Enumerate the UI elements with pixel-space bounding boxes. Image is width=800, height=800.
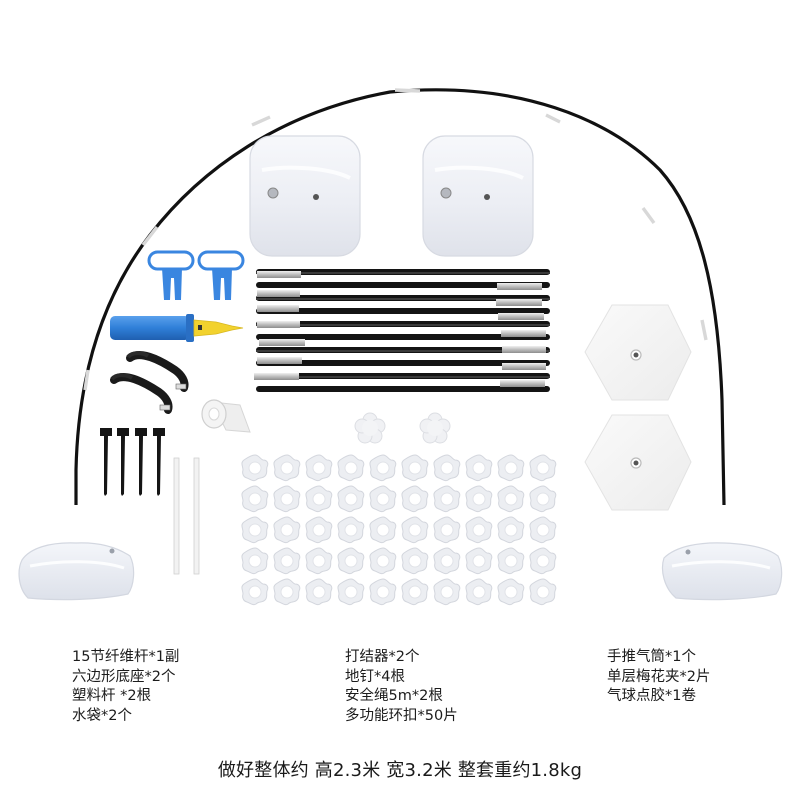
spec-item: 六边形底座*2个 [72,668,176,685]
flower-clip-icon [354,412,451,444]
spec-list-left: 15节纤维杆*1副 六边形底座*2个 塑料杆 *2根 水袋*2个 [72,648,179,726]
rope-icon [126,351,189,392]
spec-item: 多功能环扣*50片 [345,707,458,724]
pole-bundle-icon [254,269,550,392]
tie-tool-icon [197,250,245,300]
tape-roll-icon [201,399,251,433]
arch-pole-icon [74,88,726,540]
spec-item: 地钉*4根 [345,668,405,685]
water-bag-icon [249,135,361,257]
spec-item: 打结器*2个 [345,649,420,665]
stake-icon [100,428,165,496]
water-bag-icon [18,542,135,601]
dimensions-summary: 做好整体约 高2.3米 宽3.2米 整套重约1.8kg [217,760,583,781]
hex-base-icon [584,304,692,401]
rope-icon [110,373,173,414]
ring-buckle-icon [241,454,557,606]
rod-icon [173,457,200,575]
water-bag-icon [661,542,783,601]
spec-item: 水袋*2个 [72,707,132,724]
spec-item: 单层梅花夹*2片 [607,668,711,685]
spec-item: 安全绳5m*2根 [345,688,443,704]
spec-item: 手推气筒*1个 [607,649,696,665]
tie-tool-icon [147,250,195,300]
spec-list-right: 手推气筒*1个 单层梅花夹*2片 气球点胶*1卷 [607,648,710,707]
water-bag-icon [422,135,534,257]
spec-item: 气球点胶*1卷 [607,688,696,704]
spec-item: 15节纤维杆*1副 [72,649,180,665]
pump-icon [110,314,244,342]
spec-list-middle: 打结器*2个 地钉*4根 安全绳5m*2根 多功能环扣*50片 [345,648,458,726]
hex-base-icon [584,414,692,511]
spec-item: 塑料杆 *2根 [72,688,152,704]
